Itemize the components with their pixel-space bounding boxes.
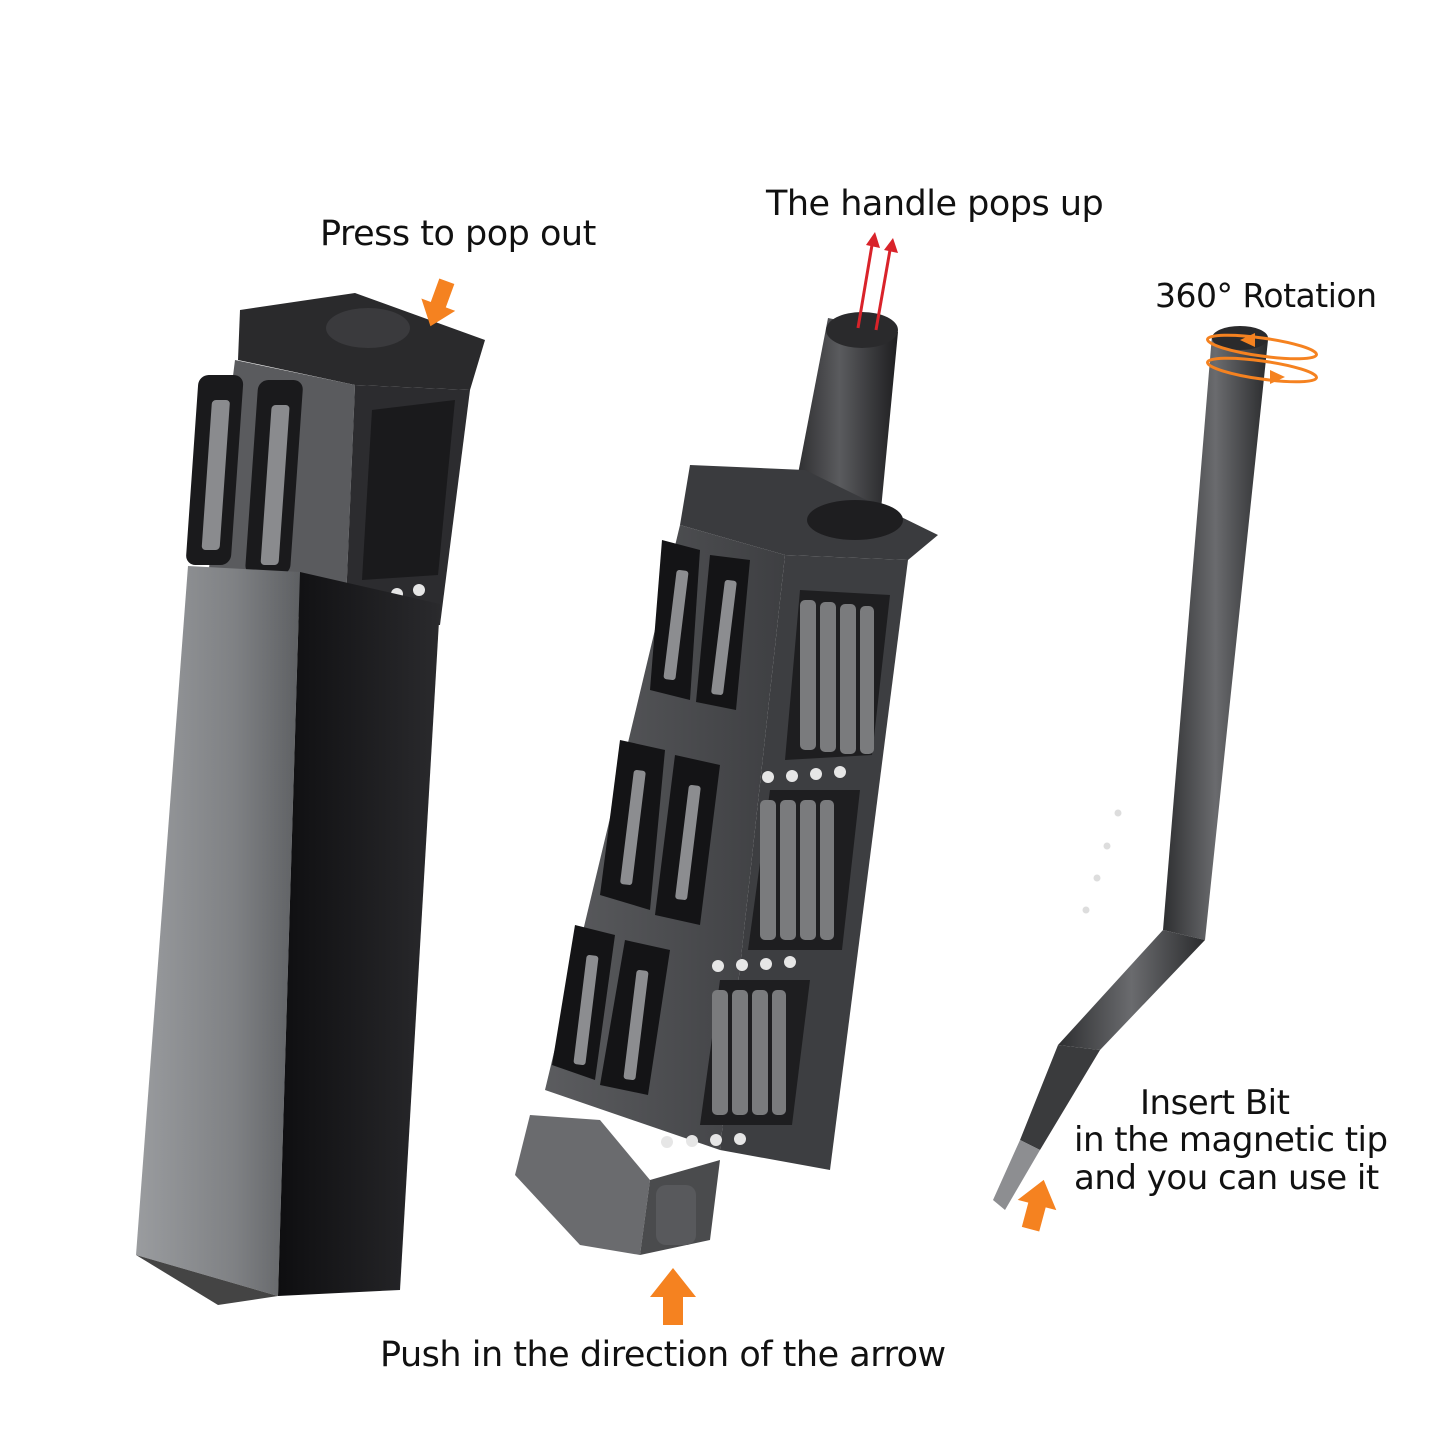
- caption-use-it: and you can use it: [1074, 1158, 1379, 1198]
- closed-case: [136, 293, 485, 1305]
- rotation-icon: [1206, 333, 1318, 384]
- bit-type-icons-row1: [762, 766, 846, 783]
- caption-360-rotation: 360° Rotation: [1155, 276, 1377, 315]
- caption-handle-pops-up: The handle pops up: [766, 184, 1104, 224]
- push-arrow-icon: [650, 1268, 696, 1325]
- handle-up-arrows-icon: [856, 232, 898, 331]
- press-arrow-icon: [421, 278, 456, 327]
- caption-insert-bit: Insert Bit: [1140, 1083, 1290, 1123]
- caption-magnetic-tip: in the magnetic tip: [1074, 1120, 1388, 1160]
- insert-arrow-icon: [1017, 1179, 1057, 1232]
- bit-tip: [993, 1140, 1040, 1210]
- open-kit: [515, 312, 938, 1255]
- popped-handle: [792, 318, 898, 520]
- bit-type-icons-row2: [712, 956, 796, 972]
- caption-press-to-pop-out: Press to pop out: [320, 214, 596, 254]
- screwdriver: [993, 326, 1268, 1210]
- push-slider: [656, 1185, 696, 1245]
- caption-push-direction: Push in the direction of the arrow: [380, 1335, 946, 1375]
- handle-holes: [1082, 809, 1122, 914]
- press-button: [326, 308, 410, 348]
- bit-type-icons-row3: [661, 1133, 746, 1148]
